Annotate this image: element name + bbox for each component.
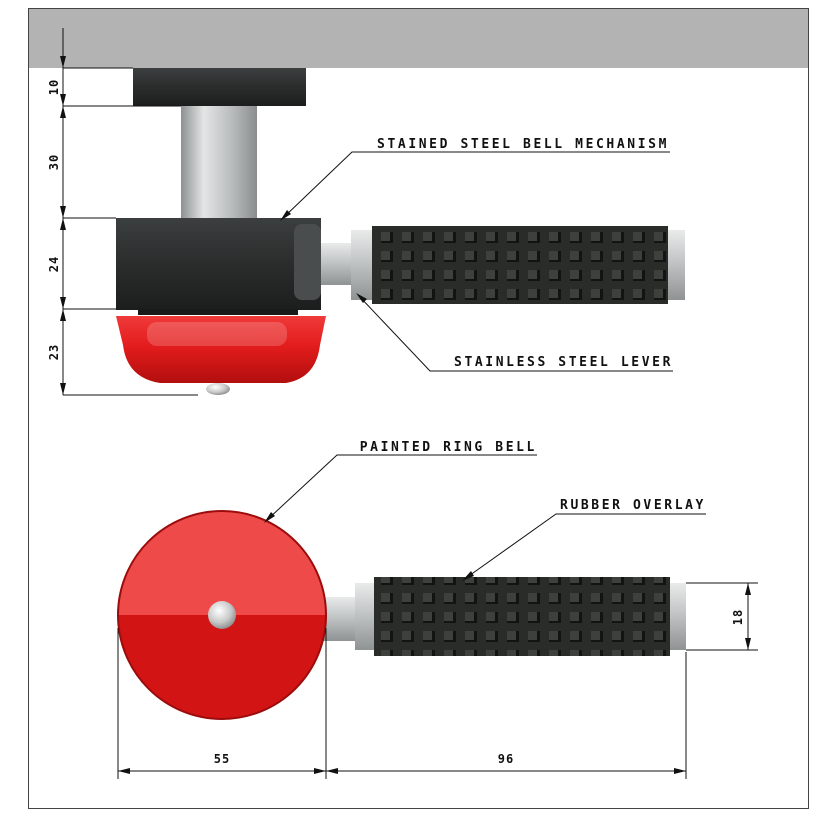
dim-mechanism-height: 24 bbox=[47, 256, 61, 272]
top-dimension-lines bbox=[117, 582, 758, 779]
rubber-overlay-top bbox=[374, 577, 670, 656]
top-view bbox=[117, 510, 686, 720]
bell-nub-side bbox=[206, 383, 230, 395]
callout-mechanism: STAINED STEEL BELL MECHANISM bbox=[377, 137, 669, 152]
bell-highlight-side bbox=[147, 322, 287, 346]
callout-overlay: RUBBER OVERLAY bbox=[560, 498, 706, 513]
lever-shaft-side bbox=[321, 243, 355, 285]
dim-grip-diameter: 18 bbox=[731, 609, 745, 625]
callout-leaders bbox=[264, 151, 706, 581]
mechanism-cap bbox=[294, 224, 321, 300]
bell-knob-top bbox=[208, 601, 236, 629]
bell-edge-top bbox=[117, 510, 327, 720]
callout-lever: STAINLESS STEEL LEVER bbox=[454, 355, 673, 370]
dim-lever-length: 96 bbox=[498, 752, 514, 766]
dim-post-height: 30 bbox=[47, 154, 61, 170]
red-bell-side bbox=[116, 316, 326, 383]
side-view bbox=[116, 68, 685, 395]
bell-highlight-top bbox=[118, 511, 326, 615]
dim-bell-height: 23 bbox=[47, 344, 61, 360]
rubber-overlay-side bbox=[372, 226, 668, 304]
callout-bell: PAINTED RING BELL bbox=[360, 440, 537, 455]
support-post bbox=[181, 106, 257, 218]
frame-border bbox=[28, 8, 809, 809]
bell-rim-dark bbox=[138, 309, 298, 315]
mounting-surface bbox=[29, 9, 808, 68]
dim-mount-height: 10 bbox=[47, 79, 61, 95]
mechanism-housing bbox=[116, 218, 321, 310]
dim-bell-diameter: 55 bbox=[214, 752, 230, 766]
side-dimension-lines bbox=[60, 28, 198, 396]
mounting-clamp bbox=[133, 68, 306, 106]
